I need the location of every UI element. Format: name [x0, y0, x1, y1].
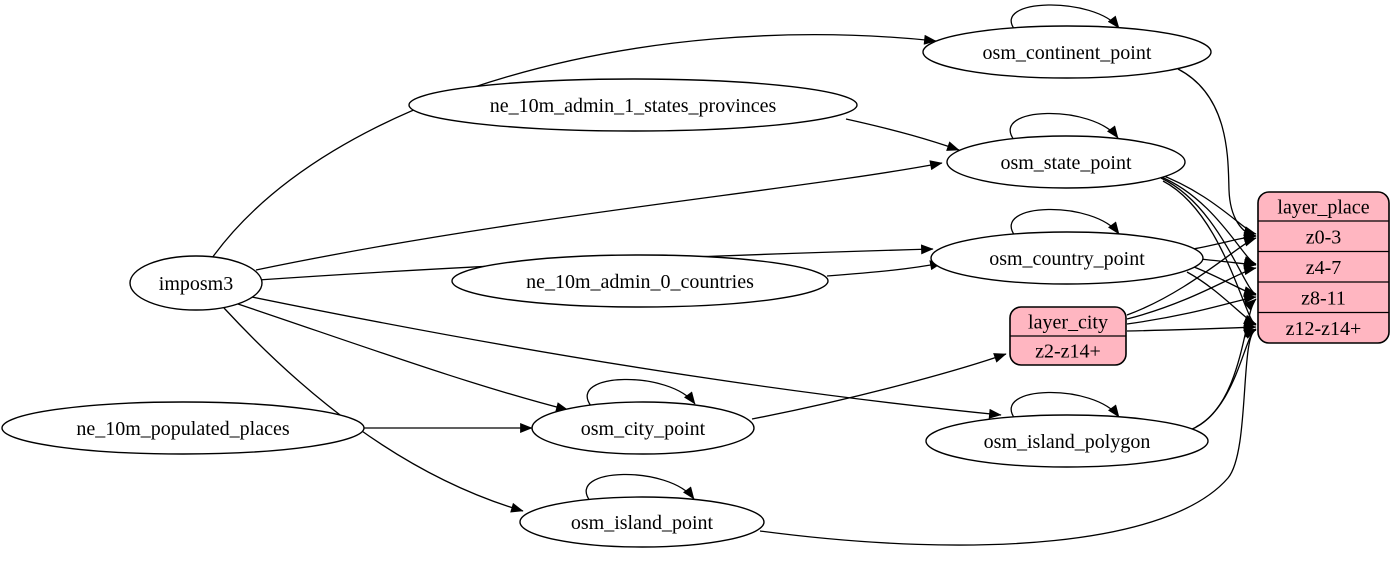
- node-ellipse-osm_island_polygon: [925, 414, 1209, 468]
- node-ellipse-imposm3: [129, 255, 263, 311]
- edge-osm_city_point-to-layer_city-z2-z14+: [751, 353, 1007, 420]
- node-osm_country_point: osm_country_point: [930, 231, 1204, 285]
- node-osm_city_point: osm_city_point: [531, 401, 755, 455]
- node-ne_10m_admin_0_countries: ne_10m_admin_0_countries: [451, 254, 829, 308]
- node-ellipse-osm_island_point: [519, 496, 765, 548]
- node-label-osm_city_point: osm_city_point: [581, 418, 706, 440]
- edge-osm_country_point-to-layer_place-z0-3: [1192, 232, 1257, 250]
- self-loop-osm_city_point: [586, 378, 696, 407]
- node-label-ne_10m_populated_places: ne_10m_populated_places: [76, 418, 289, 440]
- self-loop-osm_country_point: [1010, 208, 1120, 237]
- node-label-imposm3: imposm3: [159, 273, 233, 295]
- edge-layer_city-to-layer_place-z0-3: [1126, 236, 1257, 316]
- node-label-osm_country_point: osm_country_point: [989, 248, 1145, 270]
- edge-osm_state_point-to-layer_place-z8-11: [1160, 177, 1257, 296]
- node-osm_state_point: osm_state_point: [946, 135, 1186, 189]
- node-osm_continent_point: osm_continent_point: [922, 25, 1212, 79]
- node-layer_place: layer_place z0-3 z4-7 z8-11 z12-z14+: [1257, 191, 1390, 344]
- node-imposm3: imposm3: [129, 255, 263, 311]
- record-row-layer_place-z4-7: z4-7: [1306, 257, 1342, 279]
- node-ellipse-osm_city_point: [531, 401, 755, 455]
- record-box-layer_place: [1257, 191, 1390, 344]
- record-row-layer_place-z8-11: z8-11: [1301, 287, 1346, 309]
- edge-osm_country_point-to-layer_place-z4-7: [1198, 258, 1257, 269]
- edge-layer_city-to-layer_place-z12-z14+: [1126, 322, 1257, 333]
- edge-imposm3-to-osm_island_polygon: [251, 296, 1002, 419]
- node-ellipse-ne_10m_admin_0_countries: [451, 254, 829, 308]
- edge-imposm3-to-osm_continent_point: [211, 34, 937, 259]
- edge-layer_city-to-layer_place-z8-11: [1126, 293, 1257, 325]
- node-ne_10m_admin_1_states_provinces: ne_10m_admin_1_states_provinces: [408, 78, 858, 132]
- edge-imposm3-to-osm_state_point: [255, 160, 943, 271]
- nodes-layer: imposm3 ne_10m_admin_1_states_provincesne…: [1, 25, 1390, 548]
- record-row-layer_city-z2-z14+: z2-z14+: [1035, 341, 1101, 363]
- node-ellipse-osm_country_point: [930, 231, 1204, 285]
- edge-osm_continent_point-to-layer_place-z0-3: [1177, 68, 1257, 240]
- node-ne_10m_populated_places: ne_10m_populated_places: [1, 401, 365, 455]
- record-title-layer_city: layer_city: [1028, 312, 1108, 334]
- node-ellipse-ne_10m_populated_places: [1, 401, 365, 455]
- node-label-osm_continent_point: osm_continent_point: [983, 42, 1152, 64]
- edge-layer_city-to-layer_place-z4-7: [1126, 265, 1257, 320]
- node-label-osm_island_point: osm_island_point: [571, 512, 714, 534]
- self-loop-osm_island_point: [585, 473, 695, 502]
- node-osm_island_polygon: osm_island_polygon: [925, 414, 1209, 468]
- node-ellipse-osm_continent_point: [922, 25, 1212, 79]
- node-ellipse-ne_10m_admin_1_states_provinces: [408, 78, 858, 132]
- edge-osm_state_point-to-layer_place-z0-3: [1155, 172, 1257, 236]
- edge-osm_island_polygon-to-layer_place-z12-z14+: [1189, 328, 1257, 431]
- edge-osm_island_point-to-layer_place-z12-z14+: [759, 328, 1257, 546]
- node-osm_island_point: osm_island_point: [519, 496, 765, 548]
- record-row-layer_place-z0-3: z0-3: [1306, 226, 1342, 248]
- self-loop-osm_island_polygon: [1010, 391, 1120, 420]
- node-layer_city: layer_city z2-z14+: [1009, 306, 1127, 366]
- record-title-layer_place: layer_place: [1277, 197, 1369, 219]
- node-ellipse-osm_state_point: [946, 135, 1186, 189]
- record-row-layer_place-z12-z14+: z12-z14+: [1286, 318, 1362, 340]
- self-loop-osm_continent_point: [1010, 4, 1120, 31]
- node-label-ne_10m_admin_0_countries: ne_10m_admin_0_countries: [526, 271, 754, 293]
- node-label-osm_state_point: osm_state_point: [1000, 152, 1132, 174]
- node-label-osm_island_polygon: osm_island_polygon: [984, 431, 1151, 453]
- node-label-ne_10m_admin_1_states_provinces: ne_10m_admin_1_states_provinces: [490, 95, 777, 117]
- edge-ne_10m_admin_1_states_provinces-to-osm_state_point: [845, 118, 960, 151]
- edge-imposm3-to-osm_city_point: [237, 303, 569, 412]
- self-loop-osm_state_point: [1009, 112, 1119, 141]
- edge-ne_10m_admin_0_countries-to-osm_country_point: [826, 260, 943, 277]
